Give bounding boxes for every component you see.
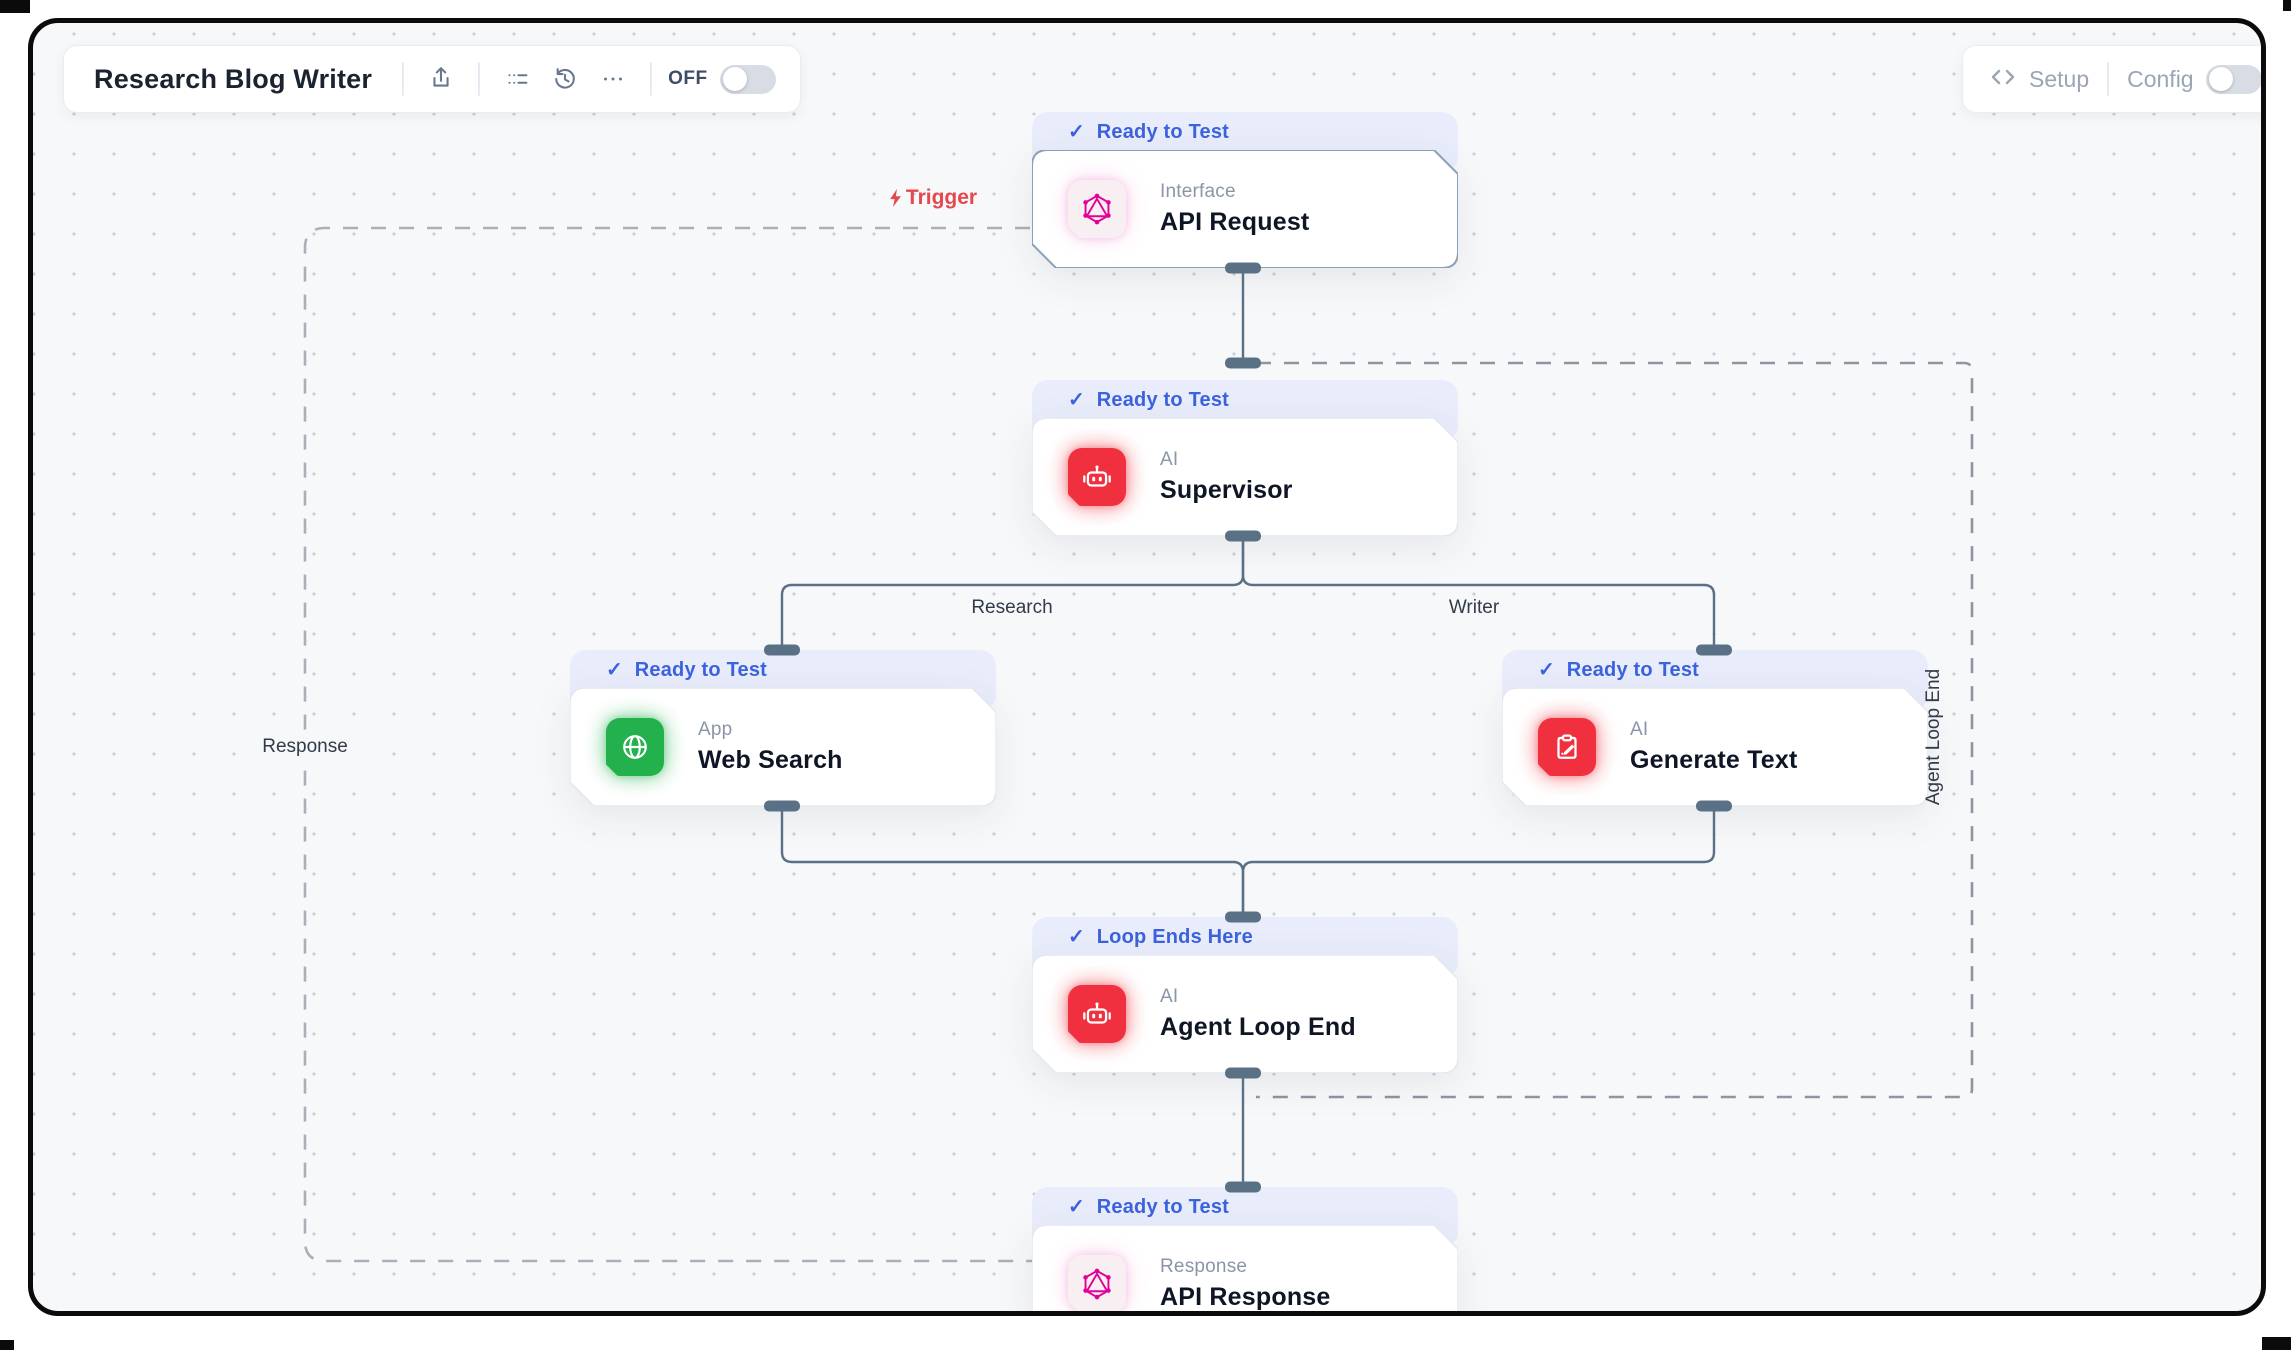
writer-icon [1538, 718, 1596, 776]
toggle-knob [722, 67, 747, 91]
node-card[interactable]: AI Agent Loop End [1032, 955, 1458, 1073]
node-category: Response [1160, 1256, 1248, 1277]
edge-supervisor-generatetext [1241, 536, 1716, 650]
edge-websearch-agentloopend [780, 806, 1245, 917]
edge-supervisor-websearch [780, 536, 1245, 650]
corner-mark [0, 1340, 14, 1350]
graphql-icon [1068, 180, 1126, 238]
node-category: AI [1160, 449, 1179, 470]
check-icon: ✓ [1068, 121, 1085, 143]
edge-label-response: Response [252, 732, 358, 762]
robot-icon [1068, 448, 1126, 506]
node-badge-label: Loop Ends Here [1096, 926, 1253, 948]
off-label: OFF [668, 68, 708, 89]
runs-list-button[interactable] [496, 58, 538, 100]
node-title: Agent Loop End [1160, 1013, 1356, 1041]
node-card[interactable]: Response API Response [1032, 1225, 1458, 1311]
node-agent-loop-end[interactable]: ✓ Loop Ends Here AI Agent Loop End [1032, 917, 1458, 1073]
check-icon: ✓ [1068, 389, 1085, 411]
setup-label: Setup [2029, 65, 2090, 92]
node-title: API Response [1160, 1283, 1331, 1311]
check-icon: ✓ [1538, 659, 1555, 681]
edge-label-writer: Writer [1448, 597, 1500, 618]
node-badge-label: Ready to Test [1096, 389, 1230, 411]
connector-handle[interactable] [1225, 357, 1261, 369]
corner-mark [2262, 1337, 2291, 1350]
more-options-button[interactable] [592, 58, 634, 100]
check-icon: ✓ [1068, 1196, 1085, 1218]
app-window: ✓ Ready to Test Interface API Request [28, 18, 2266, 1316]
history-button[interactable] [544, 58, 586, 100]
graphql-icon [1068, 1255, 1126, 1311]
toolbar-divider [650, 62, 653, 96]
edge-label-research: Research [971, 597, 1053, 618]
node-api-response[interactable]: ✓ Ready to Test Response API Response [1032, 1187, 1458, 1311]
node-category: AI [1630, 719, 1649, 740]
toolbar-divider [402, 62, 405, 96]
toolbar-icon-group [496, 58, 634, 100]
node-badge-label: Ready to Test [1566, 659, 1700, 681]
robot-icon [1068, 985, 1126, 1043]
config-toggle[interactable] [2205, 64, 2261, 94]
node-card[interactable]: Interface API Request [1032, 150, 1458, 268]
ellipsis-icon [604, 77, 623, 81]
node-badge-label: Ready to Test [1096, 121, 1230, 143]
node-badge-label: Ready to Test [1096, 1196, 1230, 1218]
toolbar-divider [478, 62, 481, 96]
node-generate-text[interactable]: ✓ Ready to Test AI Generate Text [1502, 650, 1928, 806]
workflow-title: Research Blog Writer [94, 63, 373, 94]
node-card[interactable]: App Web Search [570, 688, 996, 806]
node-supervisor[interactable]: ✓ Ready to Test AI Supervisor [1032, 380, 1458, 536]
toolbar-divider [2107, 62, 2110, 96]
setup-config-toolbar: Setup Config [1962, 45, 2261, 113]
node-title: Supervisor [1160, 476, 1293, 504]
list-icon [508, 74, 528, 84]
setup-button[interactable]: Setup [1989, 64, 2089, 95]
node-category: AI [1160, 986, 1179, 1007]
node-api-request[interactable]: ✓ Ready to Test Interface API Request [1032, 112, 1458, 268]
corner-mark [0, 0, 30, 13]
share-button[interactable] [420, 58, 462, 100]
config-label: Config [2127, 65, 2194, 92]
check-icon: ✓ [1068, 926, 1085, 948]
node-card[interactable]: AI Supervisor [1032, 418, 1458, 536]
node-badge-label: Ready to Test [634, 659, 768, 681]
trigger-label: Trigger [887, 186, 977, 210]
edge-generatetext-agentloopend [1241, 806, 1716, 917]
node-web-search[interactable]: ✓ Ready to Test App Web Search [570, 650, 996, 806]
edge-label-agent-loop-end: Agent Loop End [1923, 668, 1944, 806]
globe-icon [606, 718, 664, 776]
upload-icon [433, 67, 449, 87]
history-icon [555, 68, 575, 89]
workflow-canvas[interactable]: ✓ Ready to Test Interface API Request [33, 23, 2261, 1311]
node-category: App [698, 719, 733, 740]
workflow-toolbar: Research Blog Writer [63, 45, 801, 113]
node-category: Interface [1160, 181, 1236, 202]
node-title: API Request [1160, 208, 1310, 236]
node-card[interactable]: AI Generate Text [1502, 688, 1928, 806]
node-title: Generate Text [1630, 746, 1798, 774]
lightning-icon [890, 188, 901, 208]
node-title: Web Search [698, 746, 843, 774]
check-icon: ✓ [606, 659, 623, 681]
code-icon [1989, 64, 2017, 95]
workflow-enabled-toggle[interactable] [719, 64, 776, 94]
corner-mark [2283, 0, 2291, 11]
toggle-knob [2208, 67, 2233, 91]
